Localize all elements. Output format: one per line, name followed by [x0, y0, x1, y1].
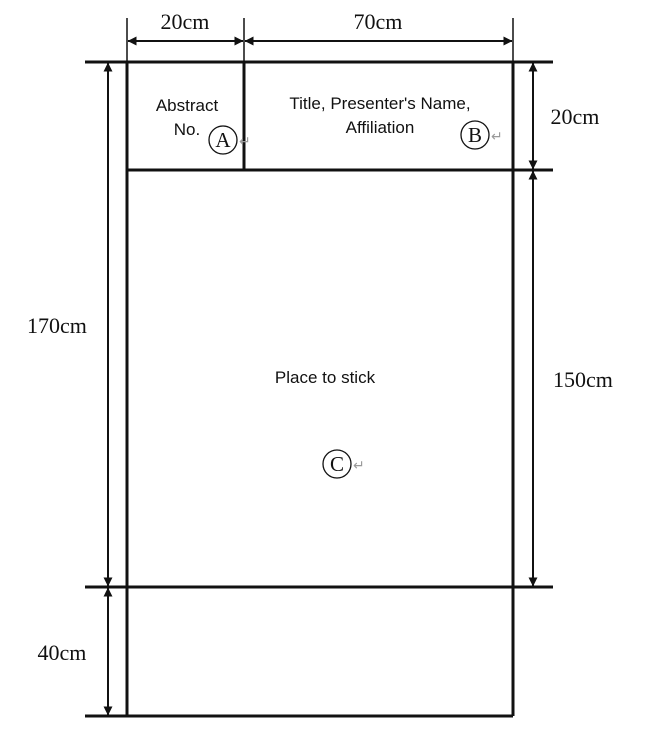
label-bottom-height: 40cm	[38, 640, 87, 665]
marker-a-circle	[208, 125, 238, 155]
label-total-height: 170cm	[27, 313, 87, 338]
return-mark-b: ↵	[491, 129, 503, 145]
title-label-line1: Title, Presenter's Name,	[289, 94, 470, 113]
label-abstract-width: 20cm	[161, 9, 210, 34]
return-mark-a: ↵	[239, 134, 251, 150]
label-stick-height: 150cm	[553, 367, 613, 392]
return-mark-c: ↵	[353, 458, 365, 474]
marker-a-letter: A	[215, 128, 231, 152]
marker-c-letter: C	[330, 452, 344, 476]
marker-b-letter: B	[468, 123, 482, 147]
abstract-label-line2: No.	[174, 120, 200, 139]
board-outline	[85, 60, 553, 718]
abstract-label-line1: Abstract	[156, 96, 219, 115]
stick-area-label: Place to stick	[275, 368, 376, 387]
title-label-line2: Affiliation	[346, 118, 415, 137]
marker-b-circle	[460, 120, 490, 150]
marker-c-circle	[322, 449, 352, 479]
label-header-height: 20cm	[551, 104, 600, 129]
extension-lines	[126, 18, 514, 62]
label-title-width: 70cm	[354, 9, 403, 34]
